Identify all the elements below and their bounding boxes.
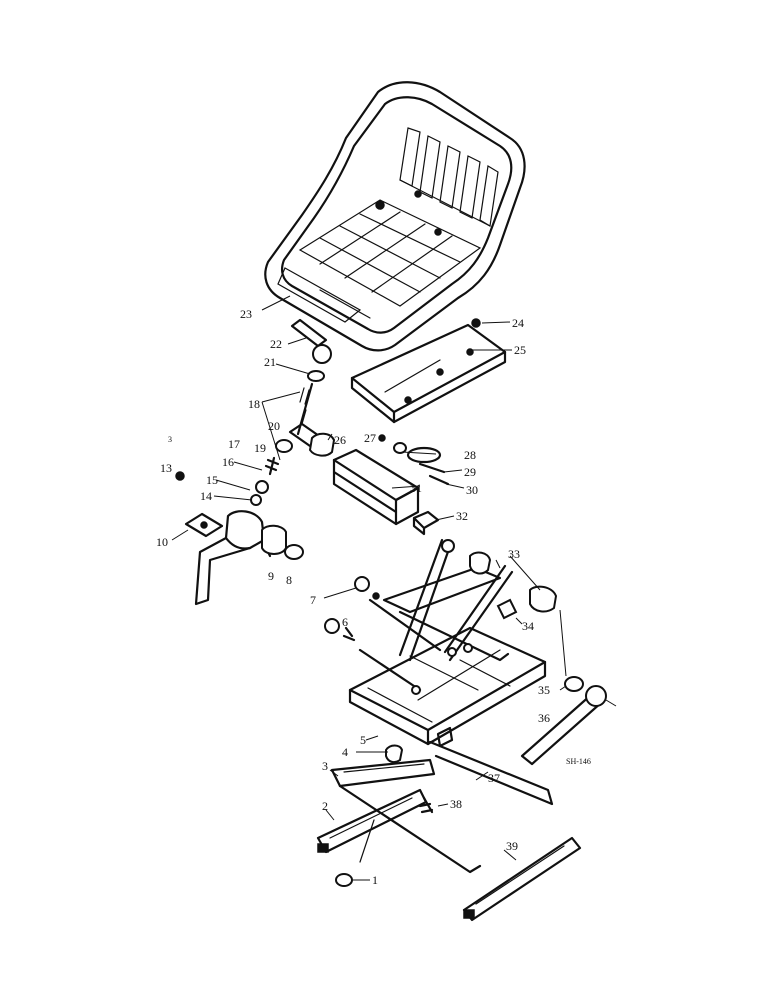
- callout-8: 8: [286, 573, 292, 587]
- part-13-nut: [175, 471, 185, 481]
- part-14-ring: [250, 494, 262, 506]
- part-7-bushing: [354, 576, 370, 592]
- callout-labels: 23 24 25 22 21 18 20 17 19 16 15 14 13 1…: [156, 307, 550, 887]
- callout-24: 24: [512, 316, 524, 330]
- part-3-rail: [330, 758, 436, 788]
- callout-18: 18: [248, 397, 260, 411]
- part-36-handle: [520, 685, 617, 766]
- part-31-block-stack: [332, 448, 420, 526]
- part-6-bushing-a: [324, 618, 340, 634]
- callout-2: 2: [322, 799, 328, 813]
- callout-7: 7: [310, 593, 316, 607]
- part-39-rail: [462, 836, 582, 922]
- part-21-washer: [307, 370, 325, 382]
- callout-31: 31: [410, 481, 422, 495]
- base-plate: [348, 626, 547, 748]
- callout-19: 19: [254, 441, 266, 455]
- part-15-ring: [255, 480, 269, 494]
- callout-23: 23: [240, 307, 252, 321]
- part-7-ring: [372, 592, 380, 600]
- part-1-bushing: [335, 873, 353, 887]
- callout-13: 13: [160, 461, 172, 475]
- callout-35: 35: [538, 683, 550, 697]
- part-18-rod-thread: [299, 387, 310, 425]
- callout-29: 29: [464, 465, 476, 479]
- part-1-pin: [359, 819, 375, 863]
- stray-mark: 3: [168, 435, 172, 444]
- part-32-block: [412, 510, 440, 536]
- callout-39: 39: [506, 839, 518, 853]
- part-8-bushing: [284, 544, 304, 560]
- callout-3: 3: [322, 759, 328, 773]
- callout-36: 36: [538, 711, 550, 725]
- callout-32: 32: [456, 509, 468, 523]
- part-20-cap: [275, 439, 293, 453]
- callout-9: 9: [268, 569, 274, 583]
- part-38-spring: [418, 796, 434, 814]
- drawing-code: SH-146: [566, 757, 591, 766]
- callout-10: 10: [156, 535, 168, 549]
- callout-4: 4: [342, 745, 348, 759]
- leader-lines: [171, 295, 567, 881]
- callout-30: 30: [466, 483, 478, 497]
- callout-22: 22: [270, 337, 282, 351]
- part-6-spring: [342, 626, 356, 642]
- part-28-handle: [393, 442, 442, 464]
- part-35-roller: [564, 676, 584, 692]
- callout-21: 21: [264, 355, 276, 369]
- callout-37: 37: [488, 771, 500, 785]
- callout-27: 27: [364, 431, 376, 445]
- seat-bracket: [350, 323, 507, 424]
- part-27-pin: [378, 434, 386, 442]
- part-37-crossbar: [338, 740, 554, 874]
- part-2-rail: [316, 788, 428, 854]
- scissor-frame: [358, 538, 558, 692]
- callout-17: 17: [228, 437, 240, 451]
- callout-26: 26: [334, 433, 346, 447]
- callout-14: 14: [200, 489, 212, 503]
- part-29-clip: [418, 462, 446, 474]
- seat-pan: [264, 81, 526, 352]
- callout-25: 25: [514, 343, 526, 357]
- callout-15: 15: [206, 473, 218, 487]
- part-17-spring: [264, 456, 280, 476]
- callout-33: 33: [508, 547, 520, 561]
- part-26-spring-assembly: [288, 422, 336, 457]
- callout-28: 28: [464, 448, 476, 462]
- callout-5: 5: [360, 733, 366, 747]
- part-24-nut: [471, 318, 481, 328]
- callout-20: 20: [268, 419, 280, 433]
- callout-1: 1: [372, 873, 378, 887]
- part-4-bumper: [385, 744, 404, 764]
- part-34-block: [496, 598, 518, 620]
- part-10-plate: [184, 512, 224, 538]
- callout-38: 38: [450, 797, 462, 811]
- adjuster-knob: [290, 318, 332, 364]
- part-30-pin: [428, 474, 450, 486]
- part-9-lever: [194, 510, 287, 606]
- callout-16: 16: [222, 455, 234, 469]
- callout-6: 6: [342, 615, 348, 629]
- callout-34: 34: [522, 619, 534, 633]
